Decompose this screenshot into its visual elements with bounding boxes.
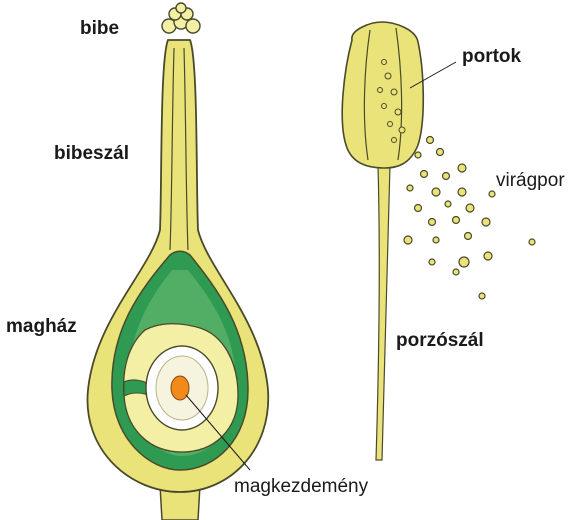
- ovule-nucleus: [171, 376, 189, 400]
- scattered-pollen: [404, 137, 535, 300]
- label-porzoszal: porzószál: [396, 330, 484, 352]
- label-bibeszal: bibeszál: [54, 143, 129, 165]
- stamen: [342, 22, 535, 460]
- pistil: [87, 3, 268, 520]
- label-magkezdemeny: magkezdemény: [234, 476, 368, 498]
- label-bibe: bibe: [80, 18, 119, 40]
- label-viragpor: virágpor: [496, 170, 565, 192]
- stigma: [162, 3, 200, 33]
- anther: [342, 22, 423, 168]
- filament: [376, 165, 390, 460]
- label-maghaz: magház: [6, 316, 77, 338]
- label-portok: portok: [462, 46, 521, 68]
